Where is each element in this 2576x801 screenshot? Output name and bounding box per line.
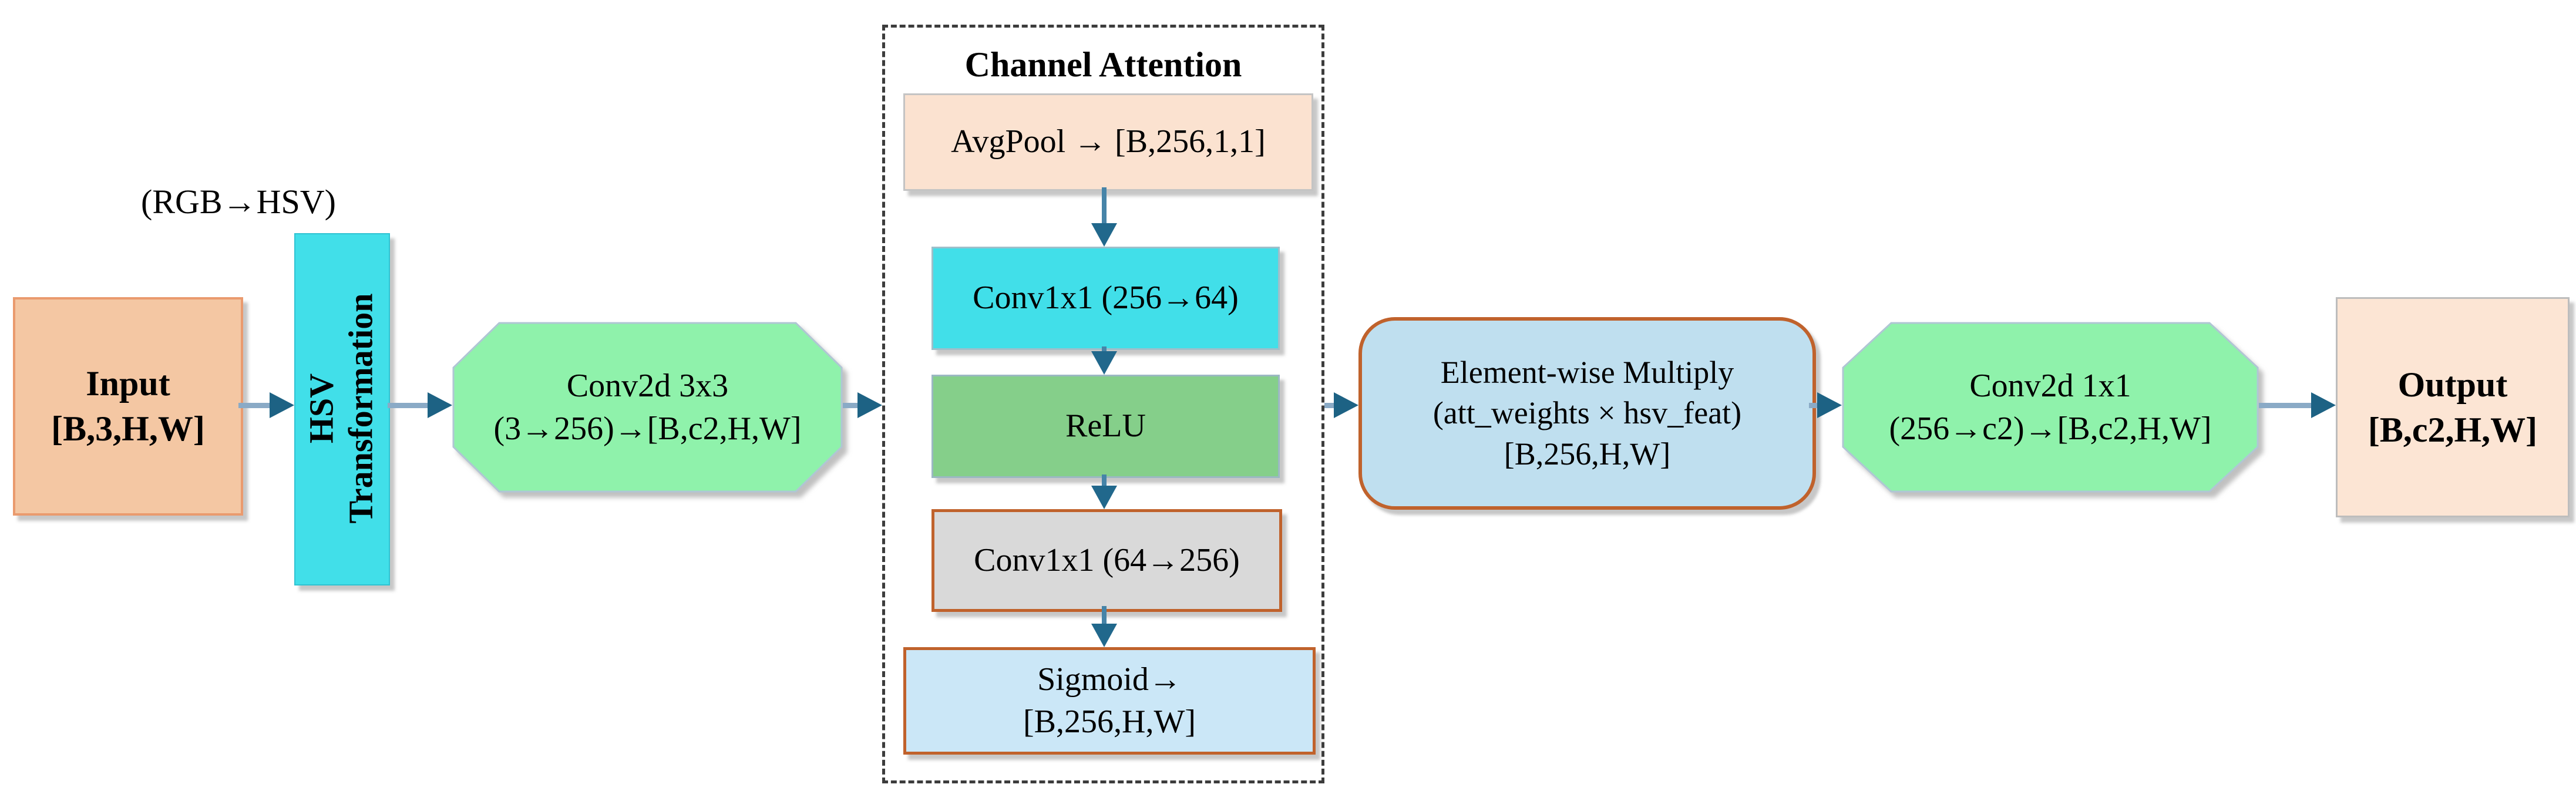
- octagon-shape: [1842, 322, 2259, 493]
- arrow-conv3x3-to-attention: [843, 403, 857, 408]
- arrowhead-input-to-hsv: [270, 392, 294, 418]
- input-node: Input [B,3,H,W]: [13, 297, 243, 516]
- conv2d-3x3-node: Conv2d 3x3 (3→256)→[B,c2,H,W]: [452, 322, 843, 493]
- conv1x1-reduce-node: Conv1x1 (256→64): [931, 247, 1280, 350]
- rgb-to-hsv-annotation: (RGB→HSV): [141, 183, 336, 221]
- arrowhead-convexpand-to-sigmoid: [1091, 624, 1117, 647]
- input-title: Input: [86, 364, 170, 403]
- hsv-transformation-label: HSV Transformation: [302, 293, 379, 524]
- conv2d-3x3-label: Conv2d 3x3 (3→256)→[B,c2,H,W]: [493, 367, 802, 447]
- arrow-convreduce-to-relu: [1102, 346, 1107, 351]
- output-node: Output [B,c2,H,W]: [2336, 297, 2570, 517]
- arrow-hsv-to-conv3x3: [388, 403, 428, 408]
- arrowhead-conv1x1-to-output: [2311, 392, 2336, 418]
- arrowhead-avgpool-to-convreduce: [1091, 223, 1117, 247]
- conv2d-1x1-node: Conv2d 1x1 (256→c2)→[B,c2,H,W]: [1842, 322, 2259, 493]
- arrow-input-to-hsv: [238, 403, 270, 408]
- output-title: Output: [2397, 365, 2508, 404]
- hsv-transformation-node: HSV Transformation: [294, 233, 390, 585]
- arrowhead-convreduce-to-relu: [1091, 351, 1117, 375]
- channel-attention-container: [882, 25, 1324, 783]
- arrow-relu-to-convexpand: [1102, 474, 1107, 486]
- elementwise-multiply-node: Element-wise Multiply (att_weights × hsv…: [1358, 317, 1816, 510]
- relu-node: ReLU: [931, 375, 1280, 478]
- input-shape: [B,3,H,W]: [51, 409, 205, 448]
- sigmoid-node: Sigmoid→ [B,256,H,W]: [903, 647, 1316, 755]
- arrowhead-conv3x3-to-attention: [857, 392, 882, 418]
- output-shape: [B,c2,H,W]: [2368, 410, 2538, 449]
- arrowhead-relu-to-convexpand: [1091, 486, 1117, 509]
- octagon-shape: [452, 322, 843, 493]
- arrow-convexpand-to-sigmoid: [1102, 606, 1107, 624]
- arrowhead-attention-to-multiply: [1334, 392, 1358, 418]
- conv1x1-expand-node: Conv1x1 (64→256): [931, 509, 1282, 612]
- avgpool-node: AvgPool → [B,256,1,1]: [903, 93, 1313, 191]
- arrow-attention-to-multiply: [1324, 403, 1334, 408]
- arrow-avgpool-to-convreduce: [1102, 187, 1107, 223]
- channel-attention-title: Channel Attention: [964, 45, 1242, 84]
- conv2d-1x1-label: Conv2d 1x1 (256→c2)→[B,c2,H,W]: [1889, 367, 2212, 447]
- arrowhead-multiply-to-conv1x1: [1817, 392, 1842, 418]
- arrow-conv1x1-to-output: [2259, 403, 2311, 408]
- arrowhead-hsv-to-conv3x3: [428, 392, 452, 418]
- arrow-multiply-to-conv1x1: [1809, 403, 1817, 408]
